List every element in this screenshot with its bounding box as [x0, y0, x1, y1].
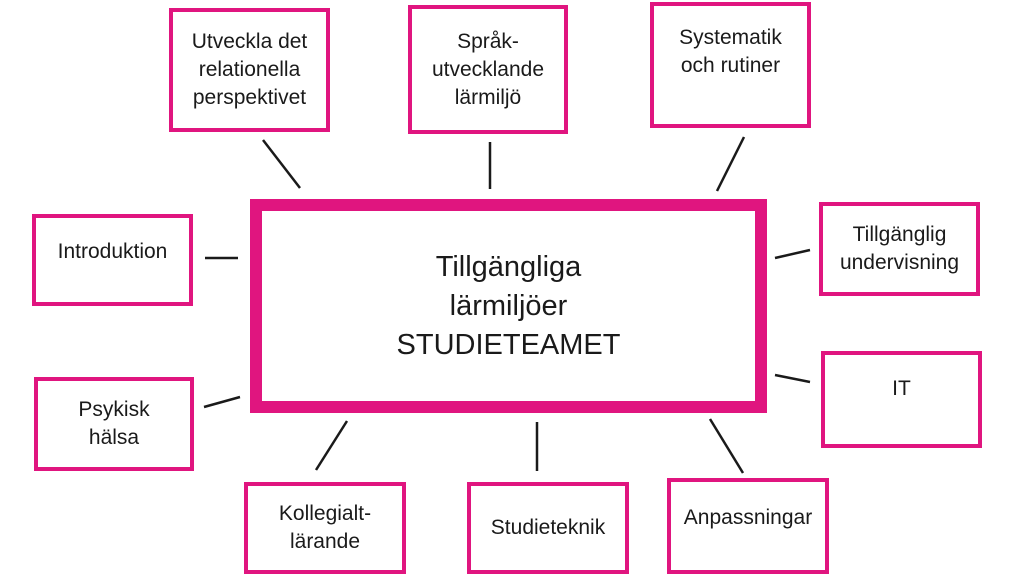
center-box: Tillgängliga lärmiljöer STUDIETEAMET: [250, 199, 767, 413]
node-accessible-teaching-label: Tillgänglig undervisning: [839, 223, 960, 274]
connector-mental-health: [203, 395, 241, 409]
node-it: IT: [821, 351, 982, 448]
connector-accessible-teaching: [774, 248, 811, 260]
connector-it: [774, 373, 811, 384]
node-relational: Utveckla det relationella perspektivet: [169, 8, 330, 132]
node-mental-health-label: Psykisk hälsa: [78, 398, 150, 449]
node-study-technique-label: Studieteknik: [490, 516, 606, 539]
node-relational-label: Utveckla det relationella perspektivet: [191, 30, 308, 109]
node-mental-health: Psykisk hälsa: [34, 377, 194, 471]
node-collegial-label: Kollegialt- lärande: [278, 502, 372, 553]
node-systematics-label: Systematik och rutiner: [679, 26, 782, 77]
node-adaptations: Anpassningar: [667, 478, 829, 574]
connector-collegial: [314, 420, 349, 471]
node-language: Språk- utvecklande lärmiljö: [408, 5, 568, 134]
node-collegial: Kollegialt- lärande: [244, 482, 406, 574]
connector-systematics: [715, 136, 746, 192]
connector-adaptations: [708, 418, 745, 474]
node-adaptations-label: Anpassningar: [683, 506, 813, 529]
node-introduction-label: Introduktion: [57, 240, 168, 263]
node-accessible-teaching: Tillgänglig undervisning: [819, 202, 980, 296]
node-it-label: IT: [892, 377, 911, 400]
node-systematics: Systematik och rutiner: [650, 2, 811, 128]
center-line-3: STUDIETEAMET: [396, 328, 621, 361]
center-line-2: lärmiljöer: [449, 289, 568, 322]
node-study-technique: Studieteknik: [467, 482, 629, 574]
connector-relational: [262, 139, 301, 189]
center-line-1: Tillgängliga: [435, 250, 582, 283]
node-language-label: Språk- utvecklande lärmiljö: [431, 29, 545, 109]
node-introduction: Introduktion: [32, 214, 193, 306]
